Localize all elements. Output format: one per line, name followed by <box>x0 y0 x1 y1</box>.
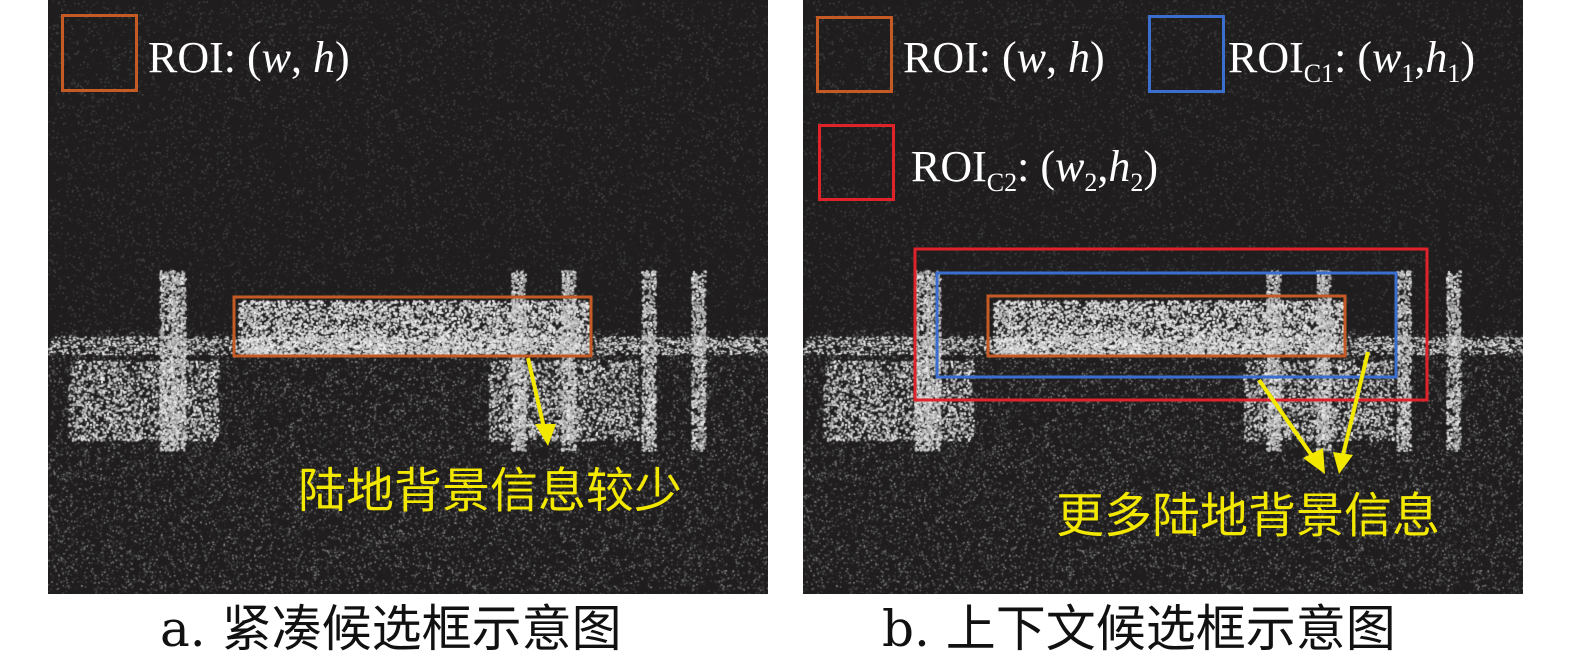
roi-swatch-icon <box>816 16 893 93</box>
legend-roi-name-b: ROI <box>903 33 979 82</box>
annotation-more-background: 更多陆地背景信息 <box>1056 488 1441 544</box>
arrow-head-icon <box>1303 448 1325 474</box>
annotation-overlay-b <box>913 247 1429 474</box>
roi-c1-swatch-icon <box>1148 15 1225 93</box>
roi-c1-box <box>935 271 1398 379</box>
legend-roi-label-b: ROI: (w, h) <box>903 33 1105 82</box>
annotation-overlay-a <box>232 295 593 446</box>
legend-roi-c2-h: h <box>1108 142 1131 191</box>
panel-context-proposal: ROI: (w, h) ROIC1: (w1,h1) ROIC2: (w2,h2… <box>803 0 1523 594</box>
legend-roi-c2-w-sub: 2 <box>1084 168 1098 197</box>
legend-roi-c2-h-sub: 2 <box>1130 168 1144 197</box>
roi-box-a <box>232 295 593 358</box>
legend-roi-c1-h: h <box>1425 33 1448 82</box>
legend-roi-c2-sub: C2 <box>986 168 1018 197</box>
legend-roi-c1-h-sub: 1 <box>1447 59 1461 88</box>
legend-roi-label-a: ROI: (w, h) <box>148 33 350 82</box>
legend-roi-c1-sub: C1 <box>1303 59 1335 88</box>
arrow-icon <box>1257 378 1317 462</box>
legend-roi-c1-label: ROIC1: (w1,h1) <box>1228 33 1476 88</box>
legend-roi-c2-name: ROI <box>911 142 987 191</box>
legend-roi-c1-w-sub: 1 <box>1401 59 1415 88</box>
roi-swatch-icon <box>61 14 138 92</box>
legend-roi-c2-w: w <box>1055 142 1085 191</box>
roi-box-b <box>986 294 1347 358</box>
arrow-head-icon <box>535 424 556 446</box>
roi-c2-box <box>913 247 1429 402</box>
roi-c2-swatch-icon <box>818 124 895 201</box>
caption-a: a. 紧凑候选框示意图 <box>160 600 622 658</box>
legend-roi-c2-label: ROIC2: (w2,h2) <box>911 142 1159 197</box>
legend-roi-name-a: ROI <box>148 33 224 82</box>
arrow-icon <box>526 357 546 429</box>
legend-roi-c1-w: w <box>1372 33 1402 82</box>
annotation-less-background: 陆地背景信息较少 <box>298 463 683 519</box>
legend-roi-c1-name: ROI <box>1228 33 1304 82</box>
caption-b: b. 上下文候选框示意图 <box>882 600 1396 658</box>
arrow-head-icon <box>1333 452 1353 474</box>
panel-compact-proposal: ROI: (w, h) 陆地背景信息较少 <box>48 0 768 594</box>
arrow-icon <box>1341 351 1370 456</box>
